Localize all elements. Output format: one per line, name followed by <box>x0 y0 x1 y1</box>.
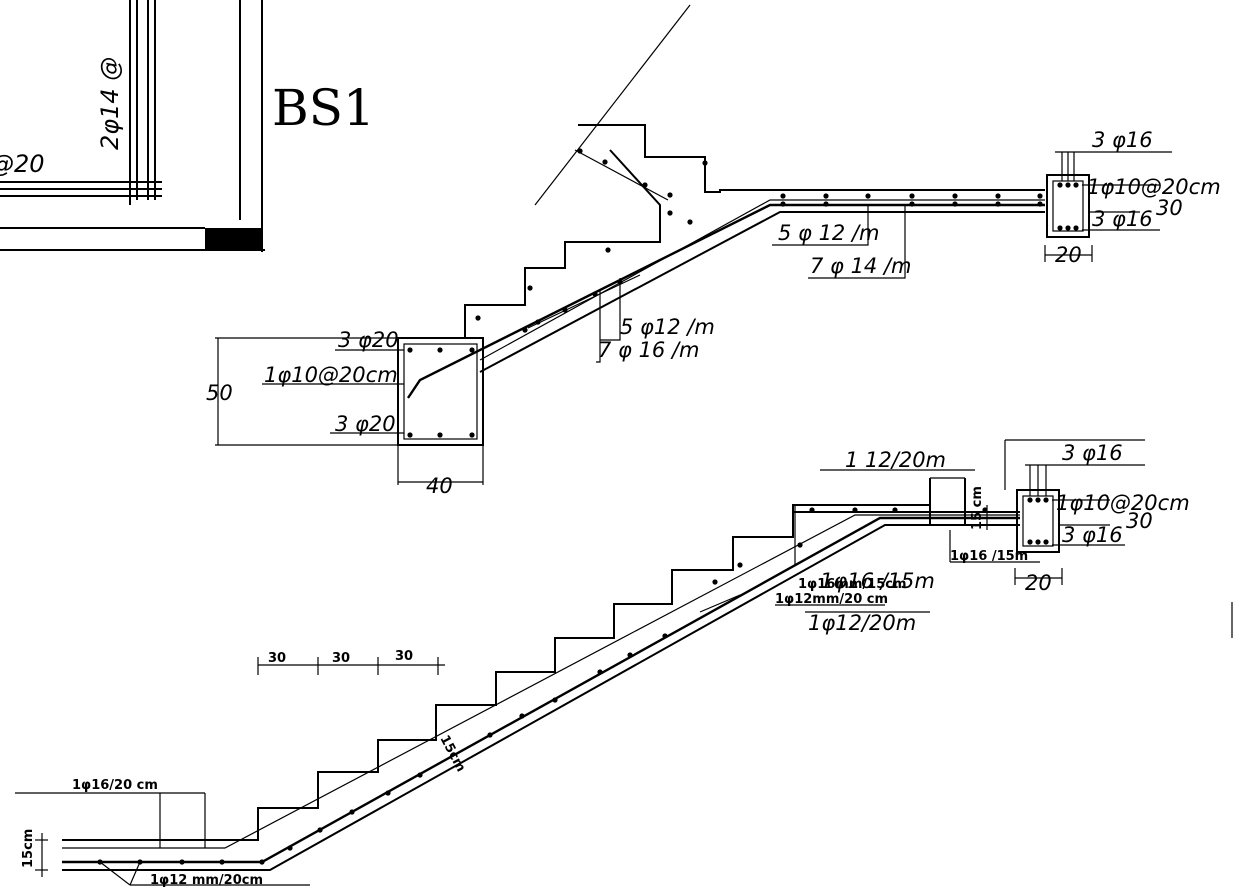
tread-3: 30 <box>395 649 413 664</box>
tread-2: 30 <box>332 651 350 666</box>
lower-top-bars: 3 φ16 <box>1062 441 1123 465</box>
page-title: BS1 <box>272 79 375 137</box>
foot-bar: 1φ16/20 cm <box>72 778 158 793</box>
lower-stirrup: 1φ10@20cm <box>1056 491 1190 515</box>
lower-beam-height: 30 <box>1126 509 1153 533</box>
upper-rebar-dots <box>475 148 1043 333</box>
mid-bar: 1φ12mm/20 cm <box>775 592 888 607</box>
upper-beam-width: 20 <box>1055 243 1082 267</box>
upper-stair-section: 3 φ16 1φ10@20cm 3 φ16 30 20 5 φ 12 /m 7 … <box>206 4 1221 498</box>
upper-right-beam <box>1044 151 1172 262</box>
base-top-label: 3 φ20 <box>338 328 399 352</box>
lower-beam-width: 20 <box>1025 571 1052 595</box>
tread-1: 30 <box>268 651 286 666</box>
upper-bot-bars-label: 3 φ16 <box>1092 207 1153 231</box>
lower-top-note: 1 12/20m <box>845 448 946 472</box>
foot-thickness: 15cm <box>21 829 36 868</box>
upper-beam-height: 30 <box>1156 196 1183 220</box>
waist-thickness: 15cm <box>436 733 468 775</box>
landing-thickness: 15 cm <box>970 486 985 530</box>
lower-stair-section <box>15 439 1233 886</box>
overlap-b: 1φ16 /15m <box>820 569 935 593</box>
flight-bar-b-label: 7 φ 16 /m <box>598 338 700 362</box>
left-partial-detail: 2φ14 @ @20 <box>0 0 265 252</box>
upper-stirrup-label: 1φ10@20cm <box>1087 175 1221 199</box>
slab-bar-b-label: 7 φ 14 /m <box>810 254 912 278</box>
lower-right-beam <box>1014 464 1145 585</box>
upper-base-beam <box>215 337 484 485</box>
main-bar: 1φ12/20m <box>808 611 916 635</box>
overlap-a: 1φ16mm/15cm <box>798 577 907 592</box>
foot-bottom-bar: 1φ12 mm/20cm <box>150 873 263 888</box>
lower-rebar-dots <box>97 507 988 865</box>
vertical-bar-label: 2φ14 @ <box>96 57 124 150</box>
upper-top-bars-label: 3 φ16 <box>1092 128 1153 152</box>
base-stirrup-label: 1φ10@20cm <box>264 363 398 387</box>
base-width-label: 40 <box>426 474 453 498</box>
landing-bar: 1φ16 /15m <box>950 549 1028 564</box>
base-bot-label: 3 φ20 <box>335 412 396 436</box>
flight-bar-a-label: 5 φ12 /m <box>620 315 715 339</box>
spacing-label: @20 <box>0 150 45 178</box>
slab-bar-a-label: 5 φ 12 /m <box>778 221 880 245</box>
base-height-label: 50 <box>206 381 233 405</box>
lower-bot-bars: 3 φ16 <box>1062 523 1123 547</box>
